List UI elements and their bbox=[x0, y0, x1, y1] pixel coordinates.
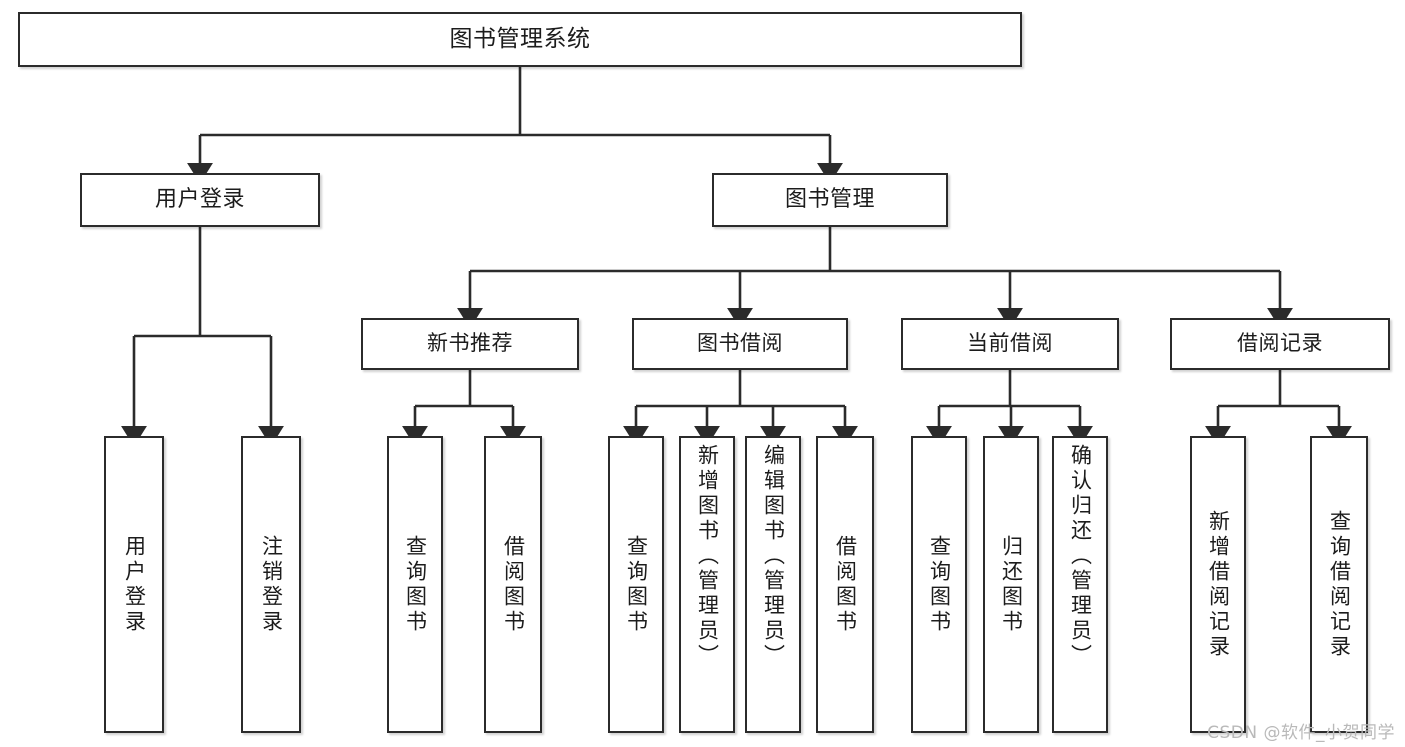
node-book-borrow[interactable]: 图书借阅 bbox=[632, 318, 848, 370]
node-leaf-query-book-recommend[interactable]: 查询图书 bbox=[387, 436, 443, 733]
node-leaf-confirm-return-admin[interactable]: 确认归还（管理员） bbox=[1052, 436, 1108, 733]
node-leaf-user-login-label: 用户登录 bbox=[122, 534, 147, 635]
node-leaf-borrow-book-recommend-label: 借阅图书 bbox=[501, 534, 526, 635]
node-leaf-add-borrow-record[interactable]: 新增借阅记录 bbox=[1190, 436, 1246, 733]
node-leaf-borrow-book-recommend[interactable]: 借阅图书 bbox=[484, 436, 542, 733]
node-new-book-recommend-label: 新书推荐 bbox=[427, 331, 513, 356]
node-current-borrow-label: 当前借阅 bbox=[967, 331, 1053, 356]
node-borrow-record-label: 借阅记录 bbox=[1237, 331, 1323, 356]
node-leaf-query-borrow-record-label: 查询借阅记录 bbox=[1327, 509, 1352, 660]
node-leaf-add-book-admin[interactable]: 新增图书（管理员） bbox=[679, 436, 735, 733]
node-leaf-add-borrow-record-label: 新增借阅记录 bbox=[1206, 509, 1231, 660]
node-leaf-user-logout[interactable]: 注销登录 bbox=[241, 436, 301, 733]
node-leaf-return-book[interactable]: 归还图书 bbox=[983, 436, 1039, 733]
node-new-book-recommend[interactable]: 新书推荐 bbox=[361, 318, 579, 370]
node-user-login-label: 用户登录 bbox=[154, 186, 245, 212]
node-leaf-return-book-label: 归还图书 bbox=[999, 534, 1024, 635]
node-leaf-user-logout-label: 注销登录 bbox=[259, 534, 284, 635]
node-borrow-record[interactable]: 借阅记录 bbox=[1170, 318, 1390, 370]
node-leaf-query-book-current-label: 查询图书 bbox=[927, 534, 952, 635]
node-book-borrow-label: 图书借阅 bbox=[697, 331, 783, 356]
node-leaf-edit-book-admin[interactable]: 编辑图书（管理员） bbox=[745, 436, 801, 733]
node-leaf-confirm-return-admin-label: 确认归还（管理员） bbox=[1068, 444, 1093, 669]
node-leaf-query-book-recommend-label: 查询图书 bbox=[403, 534, 428, 635]
node-root[interactable]: 图书管理系统 bbox=[18, 12, 1022, 67]
node-leaf-edit-book-admin-label: 编辑图书（管理员） bbox=[761, 444, 786, 669]
node-current-borrow[interactable]: 当前借阅 bbox=[901, 318, 1119, 370]
node-leaf-query-borrow-record[interactable]: 查询借阅记录 bbox=[1310, 436, 1368, 733]
node-leaf-borrow-book[interactable]: 借阅图书 bbox=[816, 436, 874, 733]
node-root-label: 图书管理系统 bbox=[449, 25, 591, 52]
node-book-manage[interactable]: 图书管理 bbox=[712, 173, 948, 227]
node-book-manage-label: 图书管理 bbox=[784, 186, 875, 212]
node-leaf-query-book-borrow-label: 查询图书 bbox=[624, 534, 649, 635]
node-leaf-query-book-current[interactable]: 查询图书 bbox=[911, 436, 967, 733]
node-leaf-query-book-borrow[interactable]: 查询图书 bbox=[608, 436, 664, 733]
node-leaf-borrow-book-label: 借阅图书 bbox=[833, 534, 858, 635]
node-leaf-add-book-admin-label: 新增图书（管理员） bbox=[695, 444, 720, 669]
csdn-watermark: CSDN @软件_小贺同学 bbox=[1207, 723, 1395, 743]
node-leaf-user-login[interactable]: 用户登录 bbox=[104, 436, 164, 733]
node-user-login[interactable]: 用户登录 bbox=[80, 173, 320, 227]
